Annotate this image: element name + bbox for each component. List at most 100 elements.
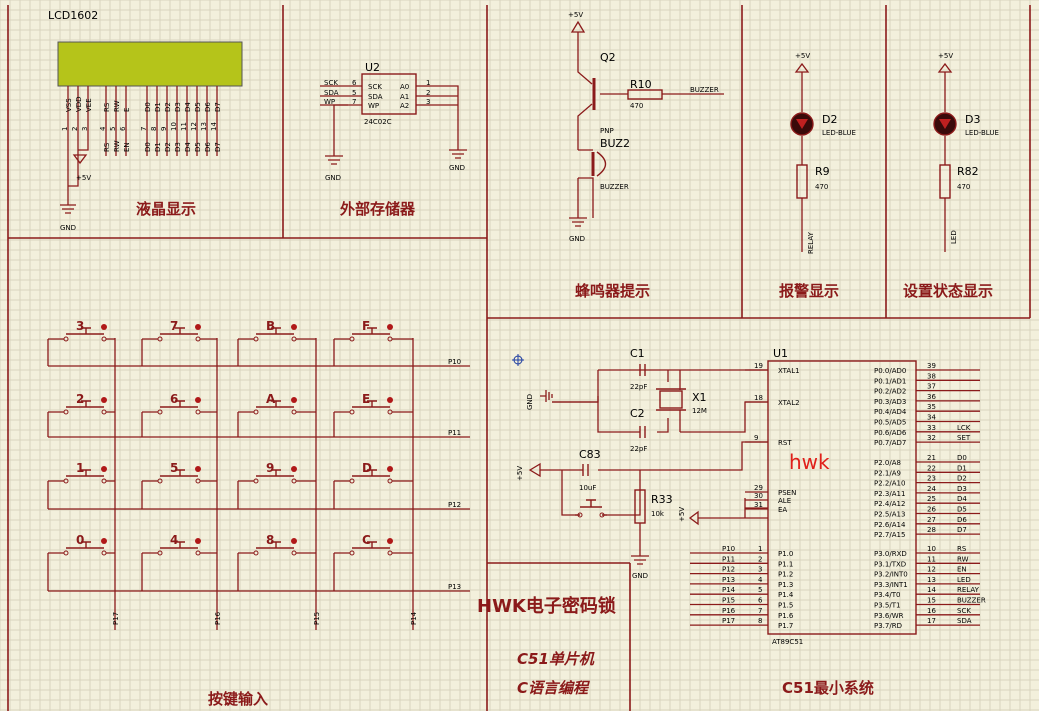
lcd-net-label: D0	[144, 142, 152, 152]
lcd-pin-name: D6	[204, 102, 212, 112]
lcd-vcc-label: +5V	[76, 174, 91, 182]
mcu-at89c51[interactable]: U1 AT89C51 19XTAL118XTAL29RST29PSEN30ALE…	[690, 347, 986, 646]
mcu-pin-num: 5	[758, 586, 762, 594]
section-title-alarm: 报警显示	[779, 282, 839, 300]
mcu-pin-num: 36	[927, 393, 936, 401]
reset-circuit[interactable]: C83 10uF +5V R33 10k GND +5V	[516, 441, 768, 580]
osc-caps	[639, 364, 646, 438]
alarm-wires	[794, 62, 810, 252]
key-wires	[141, 338, 217, 366]
mcu-pin-name: P3.2/INT0	[874, 571, 908, 579]
key-plunger	[160, 400, 198, 408]
keypad-key[interactable]: 2	[47, 392, 115, 437]
keypad-key[interactable]: B	[237, 319, 316, 366]
r9-ref: R9	[815, 165, 830, 178]
reset-gnd-label: GND	[632, 572, 648, 580]
buz2-label: BUZZER	[600, 183, 629, 191]
reset-gnd	[631, 555, 649, 565]
key-label: B	[266, 319, 275, 333]
c2-ref: C2	[630, 407, 645, 420]
mcu-pin-num: 26	[927, 506, 936, 514]
keypad-key[interactable]: 5	[141, 461, 217, 509]
x1-val: 12M	[692, 407, 707, 415]
lcd-pin-name: VSS	[65, 98, 73, 112]
eeprom-addr-name: A1	[400, 93, 409, 101]
keypad-key[interactable]: 4	[141, 533, 217, 591]
lcd-pin-num: 13	[200, 122, 208, 131]
mcu-pin-name: P2.0/A8	[874, 459, 901, 467]
lcd1602[interactable]: LCD1602 VSS1VDD2VEE3RS4RSRW5RWE6END07D0D…	[48, 9, 243, 232]
lcd-pin-num: 4	[99, 126, 107, 131]
mcu-pin-num: 31	[754, 501, 763, 509]
buzzer-circuit[interactable]: +5V Q2 PNP R10 470 BUZZER BUZ2 BUZZER GN…	[568, 11, 724, 243]
d2-type: LED-BLUE	[822, 129, 856, 137]
mcu-ref: U1	[773, 347, 788, 360]
keypad-key[interactable]: 1	[47, 461, 115, 509]
mcu-pin-name: XTAL2	[778, 399, 800, 407]
ea-vcc	[688, 498, 768, 526]
mcu-pin-num: 30	[754, 492, 763, 500]
key-label: 1	[76, 461, 84, 475]
lcd-pin-name: D1	[154, 102, 162, 112]
keypad-key[interactable]: D	[333, 461, 413, 509]
lcd-pin-num: 8	[150, 127, 158, 131]
alarm-led-circuit[interactable]: +5V D2 LED-BLUE R9 470 RELAY	[790, 52, 856, 254]
osc-wires	[597, 369, 768, 433]
mcu-pin-num: 18	[754, 394, 763, 402]
lcd-pin-num: 7	[140, 127, 148, 131]
mcu-pin-num: 14	[927, 586, 936, 594]
mcu-pin-name: XTAL1	[778, 367, 800, 375]
eeprom-net-label: SCK	[324, 79, 338, 87]
r10-val: 470	[630, 102, 643, 110]
key-plunger	[256, 541, 294, 549]
status-led-circuit[interactable]: +5V D3 LED-BLUE R82 470 LED	[933, 52, 999, 252]
mcu-pin-name: P3.5/T1	[874, 602, 900, 610]
key-plunger	[160, 541, 198, 549]
keypad-key[interactable]: 6	[141, 392, 217, 437]
mcu-pin-name: P3.0/RXD	[874, 550, 907, 558]
mcu-pin-name: P1.5	[778, 602, 793, 610]
mcu-net-label: RW	[957, 555, 969, 563]
mcu-net-label: RELAY	[957, 586, 980, 594]
eeprom-gnd-left-label: GND	[325, 174, 341, 182]
mcu-net-label: LCK	[957, 424, 971, 432]
eeprom-right-num: 1	[426, 79, 430, 87]
lcd-pin-name: RS	[103, 102, 111, 112]
keypad-key[interactable]: 7	[141, 319, 217, 366]
keypad-key[interactable]: F	[333, 319, 413, 366]
reset-vcc-label: +5V	[516, 466, 524, 481]
keypad-key[interactable]: E	[333, 392, 413, 437]
oscillator-circuit[interactable]: C1 22pF C2 22pF X1 12M GND	[526, 347, 768, 453]
lcd-net-label: D5	[194, 142, 202, 152]
x1-plates	[656, 388, 686, 411]
c1-ref: C1	[630, 347, 645, 360]
mcu-part: AT89C51	[772, 638, 803, 646]
mcu-net-label: D7	[957, 526, 967, 534]
key-label: 5	[170, 461, 178, 475]
mcu-p1-net: P10	[722, 545, 735, 553]
keypad-key[interactable]: 8	[237, 533, 316, 591]
key-contact-right	[195, 550, 201, 556]
lcd-pin-num: 6	[119, 126, 127, 131]
eeprom-addr-name: A0	[400, 83, 409, 91]
keypad-key[interactable]: A	[237, 392, 316, 437]
eeprom-net-label: SDA	[324, 89, 339, 97]
mcu-pin-num: 24	[927, 485, 936, 493]
lcd-pin-name: D7	[214, 102, 222, 112]
key-wires	[47, 552, 115, 591]
reset-wires	[528, 441, 768, 556]
mcu-pin-name: P0.5/AD5	[874, 419, 906, 427]
key-contact-left	[349, 409, 355, 415]
key-contact-right	[291, 550, 297, 556]
keypad-key[interactable]: 0	[47, 533, 115, 591]
keypad-key[interactable]: C	[333, 533, 413, 591]
buz2-ref: BUZ2	[600, 137, 630, 150]
keypad-key[interactable]: 9	[237, 461, 316, 509]
key-dot-icon	[195, 466, 201, 472]
mcu-net-label: D1	[957, 464, 967, 472]
keypad-key[interactable]: 3	[47, 319, 115, 366]
